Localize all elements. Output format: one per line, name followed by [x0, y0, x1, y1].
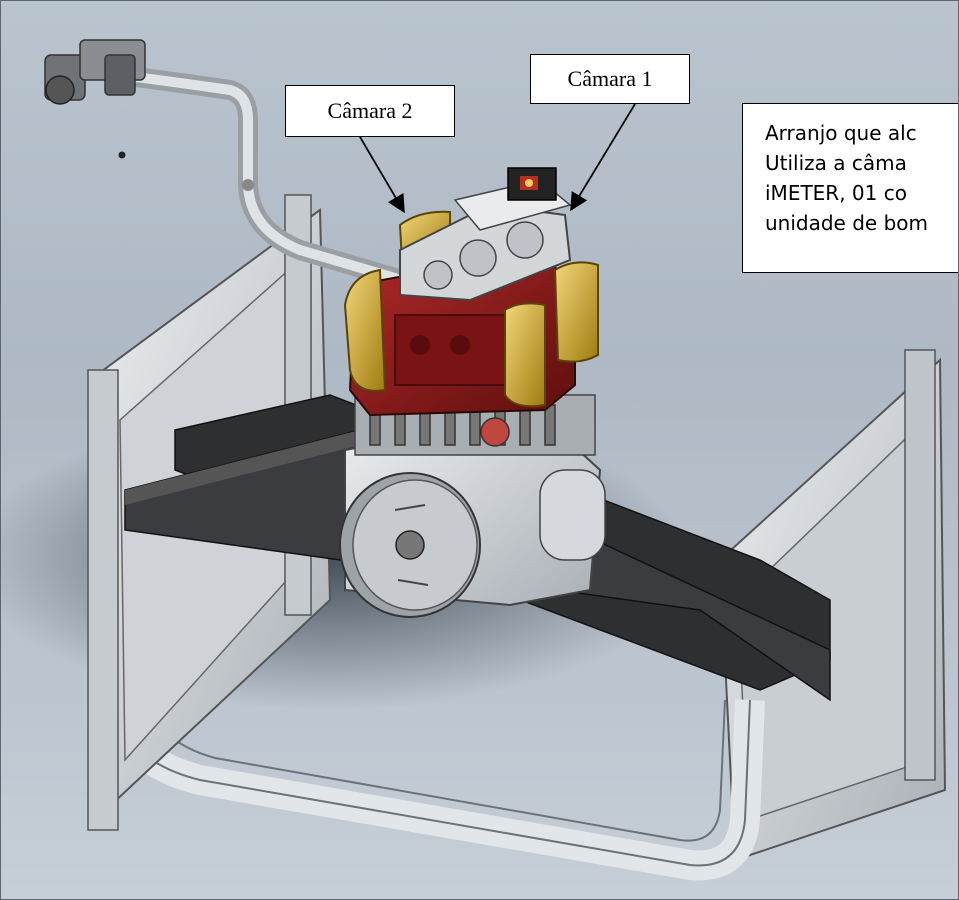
pipe — [110, 65, 405, 288]
note-line-2: Utiliza a câma — [765, 151, 907, 175]
note-line-4: unidade de bom — [765, 211, 928, 235]
note-line-3: iMETER, 01 co — [765, 181, 907, 205]
camera-1-pointer — [570, 103, 636, 212]
gold-windows — [343, 210, 599, 408]
description-note: Arranjo que alc Utiliza a câma iMETER, 0… — [742, 103, 959, 273]
note-line-1: Arranjo que alc — [765, 121, 917, 145]
meter-covers — [399, 179, 572, 302]
camera-2-text: Câmara 2 — [327, 98, 413, 123]
camera-1-text: Câmara 1 — [567, 66, 653, 91]
camera-2-label: Câmara 2 — [285, 85, 455, 137]
right-frame — [718, 349, 947, 862]
camera-2-pointer — [359, 136, 405, 214]
pulley — [339, 472, 481, 618]
camera-1-label: Câmara 1 — [530, 54, 690, 104]
nozzle — [44, 39, 146, 159]
sensor — [507, 167, 557, 201]
